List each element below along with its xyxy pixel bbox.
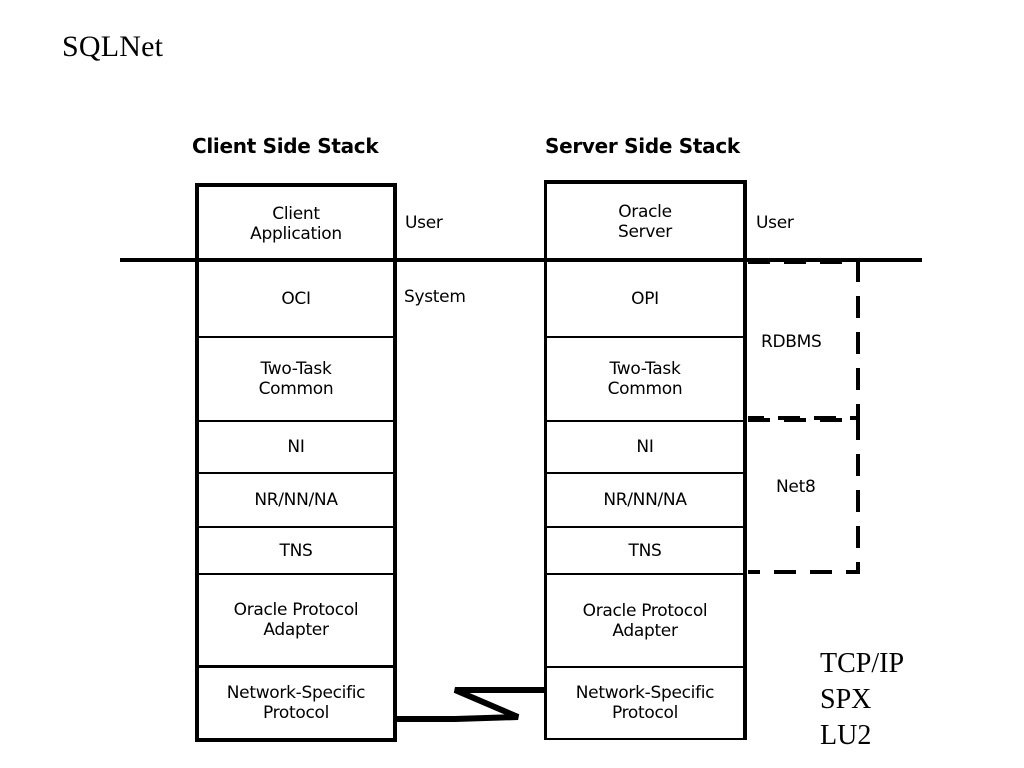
client-stack-heading: Client Side Stack — [192, 134, 379, 158]
client-system-label: System — [404, 287, 466, 307]
client-layer-network-specific-protocol: Network-Specific Protocol — [226, 683, 366, 723]
client-layer-oci: OCI — [199, 262, 393, 338]
server-user-label: User — [756, 213, 794, 233]
page-title: SQLNet — [62, 30, 164, 63]
server-layer-oracle-protocol-adapter: Oracle Protocol Adapter — [547, 575, 743, 668]
server-layer-opi: OPI — [547, 262, 743, 338]
server-layer-ni: NI — [547, 422, 743, 474]
protocol-item: SPX — [820, 684, 872, 715]
server-layer-nr-nn-na: NR/NN/NA — [547, 474, 743, 528]
net8-label: Net8 — [776, 477, 816, 497]
client-user-label: User — [405, 213, 443, 233]
client-layer-application: Client Application — [199, 187, 393, 262]
server-layer-oracle-server: Oracle Server — [547, 184, 743, 262]
rdbms-label: RDBMS — [761, 332, 822, 352]
client-layer-oracle-protocol-adapter: Oracle Protocol Adapter — [199, 575, 393, 668]
client-layer-tns: TNS — [199, 528, 393, 575]
server-layer-network-specific-protocol: Network-Specific Protocol — [575, 683, 715, 723]
protocol-item: TCP/IP — [820, 648, 905, 679]
client-layer-nr-nn-na: NR/NN/NA — [199, 474, 393, 528]
client-layer-ni: NI — [199, 422, 393, 474]
client-stack: Client Application OCI Two-Task Common N… — [195, 183, 397, 742]
server-stack: Oracle Server OPI Two-Task Common NI NR/… — [544, 180, 747, 740]
server-stack-heading: Server Side Stack — [545, 134, 740, 158]
server-layer-tns: TNS — [547, 528, 743, 575]
user-system-divider-line — [120, 258, 922, 262]
protocol-list: TCP/IP SPX LU2 — [820, 646, 904, 754]
protocol-item: LU2 — [820, 720, 872, 751]
client-layer-two-task-common: Two-Task Common — [199, 338, 393, 422]
network-connection-line — [397, 687, 544, 722]
server-layer-two-task-common: Two-Task Common — [547, 338, 743, 422]
